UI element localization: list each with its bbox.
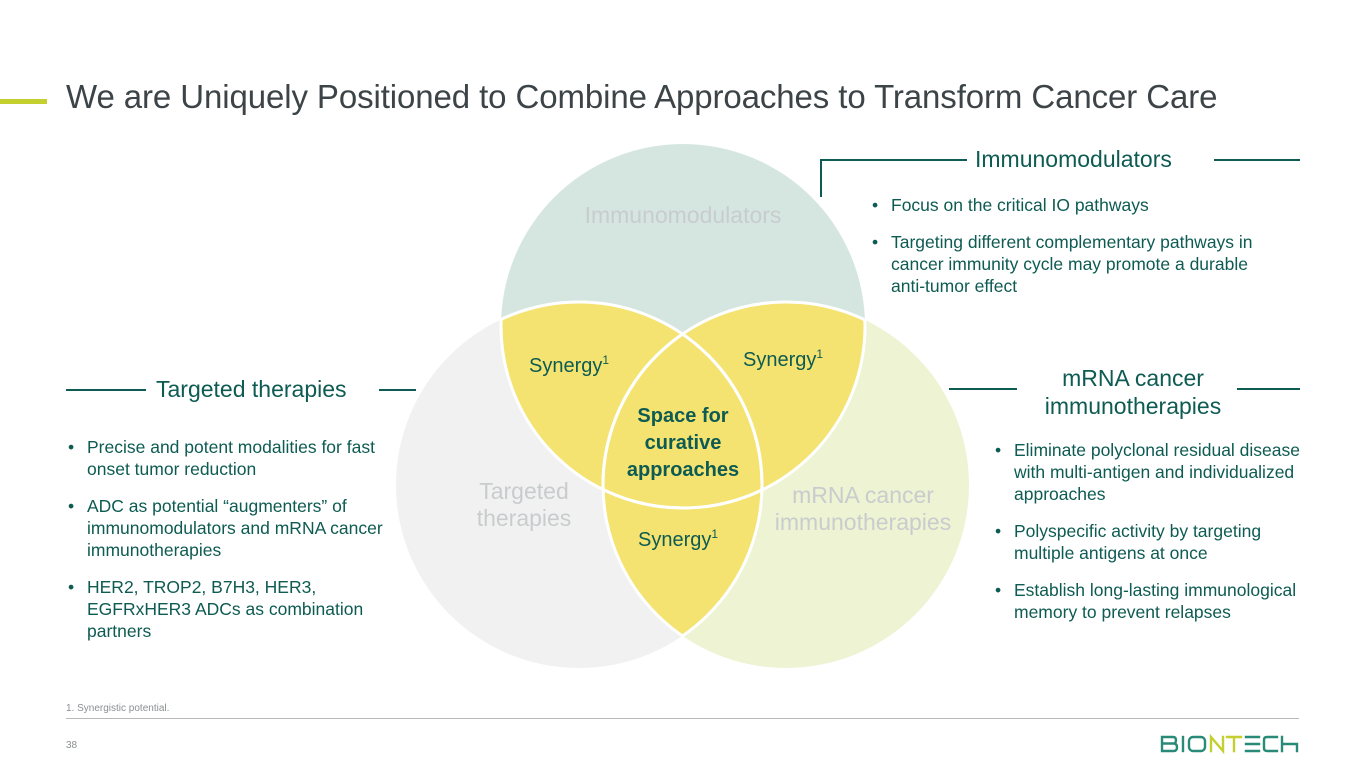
bullet-item: HER2, TROP2, B7H3, HER3, EGFRxHER3 ADCs … <box>66 576 396 642</box>
bullets-mrna: Eliminate polyclonal residual disease wi… <box>993 439 1313 638</box>
bullet-item: Polyspecific activity by targeting multi… <box>993 520 1313 564</box>
overlap-left-right <box>603 302 762 668</box>
connector-immunomodulators-left <box>820 159 967 161</box>
page-number: 38 <box>66 740 78 751</box>
page-title: We are Uniquely Positioned to Combine Ap… <box>66 78 1218 115</box>
center-line-2: curative <box>644 432 722 454</box>
footnote-marker: 1 <box>816 347 824 361</box>
circle-label-immunomodulators: Immunomodulators <box>584 202 782 228</box>
section-heading-immunomodulators: Immunomodulators <box>975 146 1172 172</box>
bullets-targeted: Precise and potent modalities for fast o… <box>66 436 396 657</box>
bullet-item: Eliminate polyclonal residual disease wi… <box>993 439 1313 505</box>
center-line-3: approaches <box>626 459 740 481</box>
footnote-marker: 1 <box>602 353 610 367</box>
overlap-outline-left-lower <box>603 302 764 668</box>
footnote: 1. Synergistic potential. <box>66 703 170 714</box>
overlap-outline-right-lower <box>601 302 762 668</box>
bullet-item: ADC as potential “augmenters” of immunom… <box>66 495 396 561</box>
footnote-marker: 1 <box>711 527 719 541</box>
section-heading-mrna-line2: immunotherapies <box>1044 393 1222 419</box>
heading-rule-targeted-left <box>66 389 146 391</box>
bullet-item: Targeting different complementary pathwa… <box>870 231 1260 297</box>
section-heading-mrna: mRNA cancer immunotherapies <box>1020 364 1246 420</box>
biontech-logo <box>1160 734 1299 754</box>
synergy-text: Synergy <box>529 355 603 377</box>
circle-label-mrna-line1: mRNA cancer <box>792 482 934 508</box>
synergy-text: Synergy <box>743 349 817 371</box>
connector-mrna-left <box>949 388 1017 390</box>
circle-label-mrna-line2: immunotherapies <box>774 509 952 535</box>
circle-label-targeted: Targeted therapies <box>452 478 596 532</box>
section-heading-mrna-line1: mRNA cancer <box>1062 365 1204 391</box>
footer-divider <box>66 718 1299 719</box>
connector-targeted-right <box>379 389 416 391</box>
connector-immunomodulators-vertical <box>820 159 822 197</box>
bullet-item: Establish long-lasting immunological mem… <box>993 579 1313 623</box>
bullets-immunomodulators: Focus on the critical IO pathways Target… <box>870 194 1260 312</box>
synergy-label-bottom: Synergy1 <box>638 527 719 552</box>
heading-rule-immunomodulators-right <box>1214 159 1300 161</box>
center-line-1: Space for <box>637 405 729 427</box>
bullet-item: Focus on the critical IO pathways <box>870 194 1260 216</box>
heading-rule-mrna-right <box>1237 388 1300 390</box>
title-accent-bar <box>0 99 47 104</box>
synergy-label-top-right: Synergy1 <box>743 347 824 372</box>
circle-label-targeted-line1: Targeted <box>479 478 569 504</box>
overlap-outline-top-r <box>603 302 867 510</box>
synergy-text: Synergy <box>638 529 712 551</box>
circle-label-targeted-line2: therapies <box>476 505 572 531</box>
venn-center-label: Space for curative approaches <box>603 403 763 484</box>
bullet-item: Precise and potent modalities for fast o… <box>66 436 396 480</box>
circle-label-mrna: mRNA cancer immunotherapies <box>760 482 966 536</box>
section-heading-targeted: Targeted therapies <box>156 376 347 402</box>
synergy-label-top-left: Synergy1 <box>529 353 610 378</box>
